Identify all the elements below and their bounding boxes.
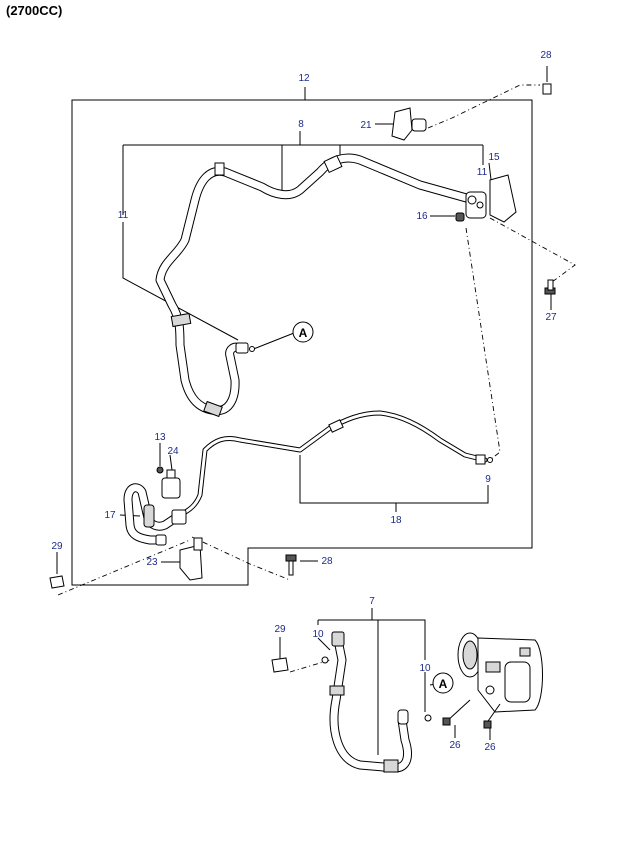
reference-a-upper-label: A <box>299 326 308 340</box>
callout-24: 24 <box>167 446 179 457</box>
reference-a-lower-label: A <box>439 677 448 691</box>
valve-assembly <box>123 466 203 581</box>
callout-13: 13 <box>154 432 166 443</box>
callout-9: 9 <box>485 474 491 485</box>
reference-lines <box>57 84 576 673</box>
callout-21: 21 <box>360 120 372 131</box>
callout-7: 7 <box>369 596 375 607</box>
compressor <box>457 632 543 713</box>
callout-11-upper-right: 11 <box>477 167 488 178</box>
callout-10-left: 10 <box>312 629 324 640</box>
callout-26-right: 26 <box>484 742 496 753</box>
callout-26-left: 26 <box>449 740 461 751</box>
liquid-tube <box>177 410 493 518</box>
callout-18: 18 <box>390 515 402 526</box>
callout-10-right: 10 <box>419 663 431 674</box>
callout-17: 17 <box>104 510 116 521</box>
callout-28-mid: 28 <box>321 556 333 567</box>
reference-circle-a-lower <box>432 672 454 694</box>
callout-23: 23 <box>146 557 158 568</box>
callout-27: 27 <box>545 312 557 323</box>
callout-15: 15 <box>488 152 500 163</box>
callout-11-left: 11 <box>118 210 129 221</box>
compressor-bolts <box>442 699 501 729</box>
discharge-hose <box>321 631 432 773</box>
suction-hose <box>155 153 475 418</box>
callout-8: 8 <box>298 119 304 130</box>
callout-29-lower: 29 <box>274 624 286 635</box>
upper-right-parts <box>391 83 556 295</box>
small-fasteners <box>49 554 297 673</box>
callout-16: 16 <box>416 211 428 222</box>
reference-circle-a-upper <box>292 321 314 343</box>
callout-28-top: 28 <box>540 50 552 61</box>
leader-lines <box>56 66 552 755</box>
assembly-frame <box>71 87 533 586</box>
diagram-title: (2700CC) <box>6 3 63 18</box>
callout-29-left: 29 <box>51 541 63 552</box>
callout-12: 12 <box>298 73 310 84</box>
